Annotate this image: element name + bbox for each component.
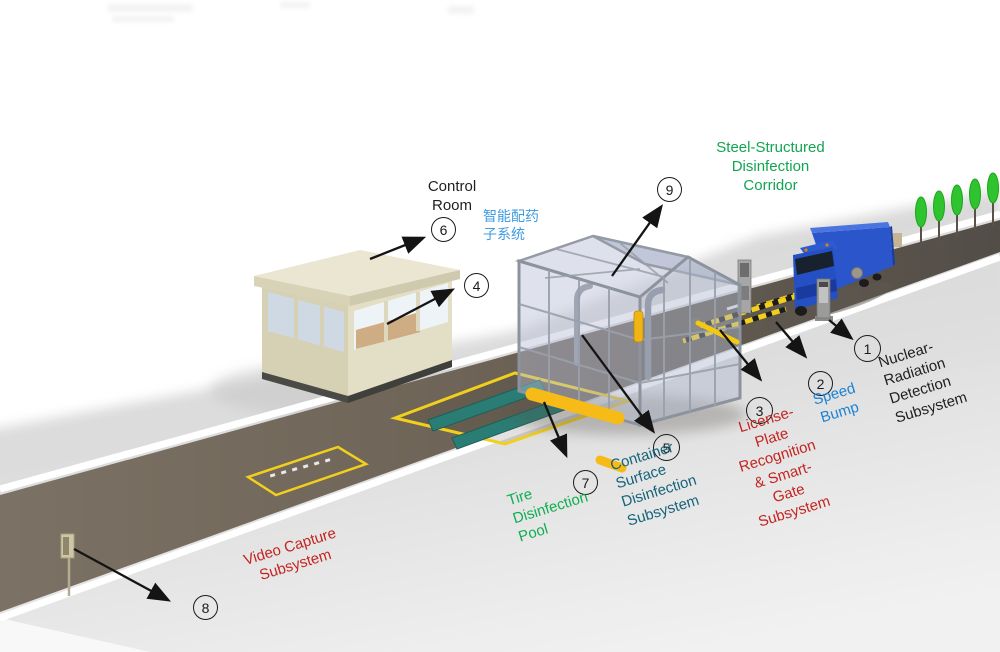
arrow-to-6 <box>369 236 427 261</box>
callout-4-number: 4 <box>472 277 481 294</box>
arrow-to-2 <box>775 321 808 359</box>
callout-8-circle: 8 <box>193 595 218 620</box>
yellow-curb <box>525 387 625 425</box>
callout-5-number: 5 <box>662 439 671 456</box>
road-marking-box <box>245 445 369 497</box>
callout-9-circle: 9 <box>657 177 682 202</box>
roadside-trees <box>893 172 999 248</box>
callout-2-number: 2 <box>816 375 825 392</box>
callout-9-number: 9 <box>665 181 674 198</box>
disinfection-corridor <box>510 234 746 473</box>
callout-7-number: 7 <box>581 474 590 491</box>
arrow-to-9 <box>611 204 663 277</box>
callout-6-circle: 6 <box>431 217 456 242</box>
yellow-bollard <box>633 310 644 343</box>
callout-7-circle: 7 <box>573 470 598 495</box>
arrow-to-3 <box>719 329 763 382</box>
ghost-artifact <box>448 6 474 14</box>
ghost-artifact <box>108 4 193 12</box>
callout-5-circle: 5 <box>653 434 680 461</box>
video-capture-pole <box>60 533 75 596</box>
gate-arm <box>695 320 740 345</box>
callout-1-circle: 1 <box>854 335 881 362</box>
radiation-detector <box>815 278 833 321</box>
arrow-to-8 <box>73 547 172 602</box>
callout-4-circle: 4 <box>464 273 489 298</box>
callout-6-number: 6 <box>439 221 448 238</box>
callout-2-circle: 2 <box>808 371 833 396</box>
annotation-arrows <box>73 204 854 602</box>
arrow-to-4 <box>386 288 456 326</box>
ghost-artifact <box>280 2 310 8</box>
label-dispensing-subsystem-cn: 智能配药 子系统 <box>483 208 539 242</box>
label-control-room: Control Room <box>427 178 477 215</box>
label-steel-corridor: Steel-Structured Disinfection Corridor <box>716 139 825 195</box>
roadside-post <box>893 233 902 247</box>
callout-3-number: 3 <box>755 402 764 419</box>
spray-post <box>644 286 666 381</box>
yellow-curb-small <box>595 455 627 473</box>
ghost-artifact <box>112 16 174 22</box>
callout-8-number: 8 <box>201 599 210 616</box>
arrow-to-1 <box>828 318 854 341</box>
callout-3-circle: 3 <box>746 397 773 424</box>
arrow-to-5 <box>581 334 656 434</box>
arrow-to-7 <box>542 401 568 459</box>
callout-1-number: 1 <box>863 340 872 357</box>
